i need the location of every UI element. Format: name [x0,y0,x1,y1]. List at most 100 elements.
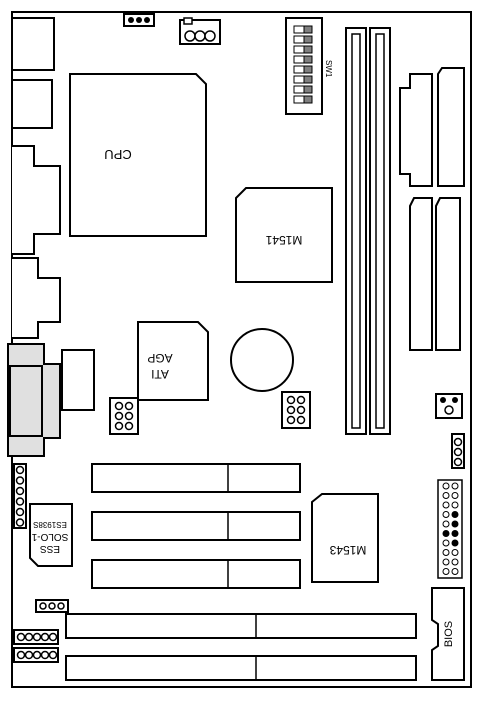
header-pin [453,447,463,457]
dip-switch-toggle [303,25,313,34]
audio-label-line3: ES1938S [33,520,67,529]
header-pin [48,602,56,610]
dip-switch-label: SW1 [324,60,333,78]
serial-port-2 [12,257,61,339]
northbridge-chip [235,187,333,283]
dimm-slot-1-inner [351,33,361,429]
io-port-1 [11,17,55,71]
front-panel-pin [451,530,459,537]
dip-switch-position [293,85,305,94]
front-panel-pin [442,558,450,566]
dimm-slot-2-inner [375,33,385,429]
dip-switch-toggle [303,45,313,54]
dip-switch-position [293,45,305,54]
header-pin [16,650,26,660]
header-pin [15,476,25,485]
dip-switch-toggle [303,75,313,84]
header-pin [24,632,34,642]
jumper-pin [296,395,306,405]
front-panel-pin [451,568,459,575]
top-header-1 [123,13,155,27]
dip-switch-position [293,25,305,34]
fan-connector [179,17,221,45]
southbridge-label: M1543 [329,543,366,557]
pci-slot-3 [91,559,301,589]
dip-switch-toggle [303,85,313,94]
front-panel-pin [451,492,459,499]
audio-label-line2: SOLO-1 [31,531,68,542]
jumper-block-1 [109,397,139,435]
cpu-socket [69,73,207,237]
header-pin [32,650,42,660]
power-connector [437,67,465,187]
front-panel-pin [451,549,459,556]
ide-header-small [61,349,95,411]
jumper-pin [296,415,306,425]
front-panel-pin [451,482,459,490]
header-pin [48,632,58,642]
dip-switch-toggle [303,95,313,104]
front-panel-pin [451,558,459,566]
isa-slot-2 [65,655,417,681]
io-port-2 [11,79,53,129]
dip-switch-position [293,75,305,84]
front-panel-pin [442,568,450,575]
jumper-pin [124,411,134,421]
bios-label: BIOS [443,621,455,647]
audio-chip [29,503,73,567]
dip-switch-sw1 [285,17,323,115]
jumper-pin [286,405,296,415]
front-panel-pin [442,511,450,518]
bios-chip [431,587,465,681]
front-panel-pin [442,549,450,556]
jumper-pin [114,421,124,431]
header-pin [453,437,463,447]
header-pin [40,632,50,642]
header-pin [32,632,42,642]
pci-slot-2 [91,511,301,541]
header-pin [15,486,25,496]
northbridge-label: M1541 [265,233,302,247]
header-pin [40,650,50,660]
header-pin [453,457,463,467]
header-pin [39,602,47,610]
header-pin [15,497,25,506]
audio-label-line1: ESS [40,543,60,554]
jumper-pin [114,411,124,421]
header-pin [15,507,25,517]
parallel-port [7,343,61,457]
front-panel-pin [451,501,459,509]
front-panel-pin [442,520,450,528]
jumper-pin [296,405,306,415]
header-pin [48,650,58,660]
front-panel-pin [442,530,450,537]
front-panel-pin [442,492,450,499]
cpu-label: CPU [104,147,131,162]
southbridge-chip [311,493,379,583]
isa-slot-1 [65,613,417,639]
floppy-connector [399,73,433,187]
dip-switch-position [293,95,305,104]
dip-switch-position [293,65,305,74]
agp-label-line1: ATI [151,367,169,381]
front-panel-pin [451,539,459,547]
jumper-pin [286,415,296,425]
header-pin [15,465,25,475]
serial-port-1 [12,145,61,255]
jumper-pin [286,395,296,405]
dip-switch-position [293,35,305,44]
agp-label-line2: AGP [147,351,172,365]
front-panel-pin [442,482,450,490]
jumper-block-2 [281,391,311,429]
front-panel-pin [451,520,459,528]
jumper-3pin-pin [452,397,458,403]
front-panel-pin [442,501,450,509]
pci-slot-1 [91,463,301,493]
dip-switch-toggle [303,35,313,44]
ide-connector-1 [409,197,433,351]
dip-switch-toggle [303,55,313,64]
header-pin [15,518,25,527]
cmos-battery [230,328,294,392]
header-pin [16,632,26,642]
